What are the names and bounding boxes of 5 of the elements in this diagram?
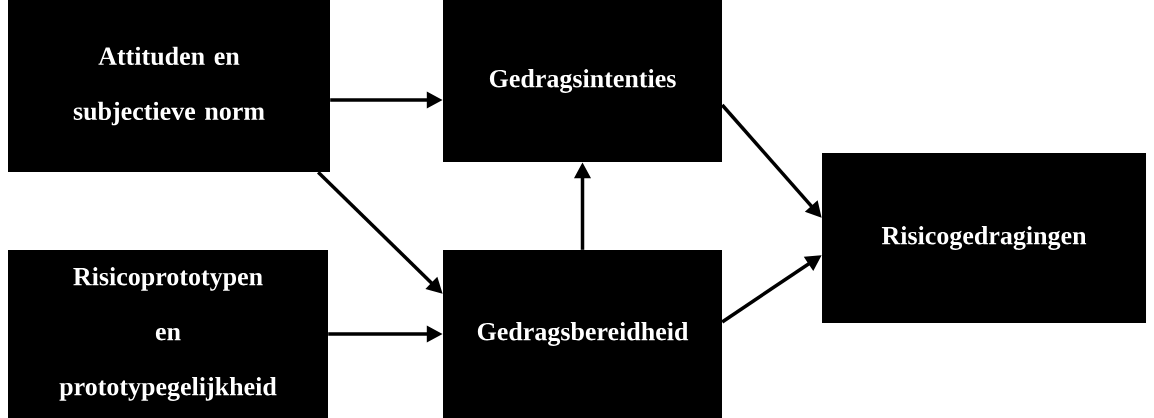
process-box: Risicogedragingen xyxy=(822,153,1146,323)
process-box: Risicoprototypen en prototypegelijkheid xyxy=(8,250,328,418)
process-box: Attituden en subjectieve norm xyxy=(8,0,330,172)
process-box: Gedragsbereidheid xyxy=(443,250,722,418)
process-box: Gedragsintenties xyxy=(443,0,722,162)
